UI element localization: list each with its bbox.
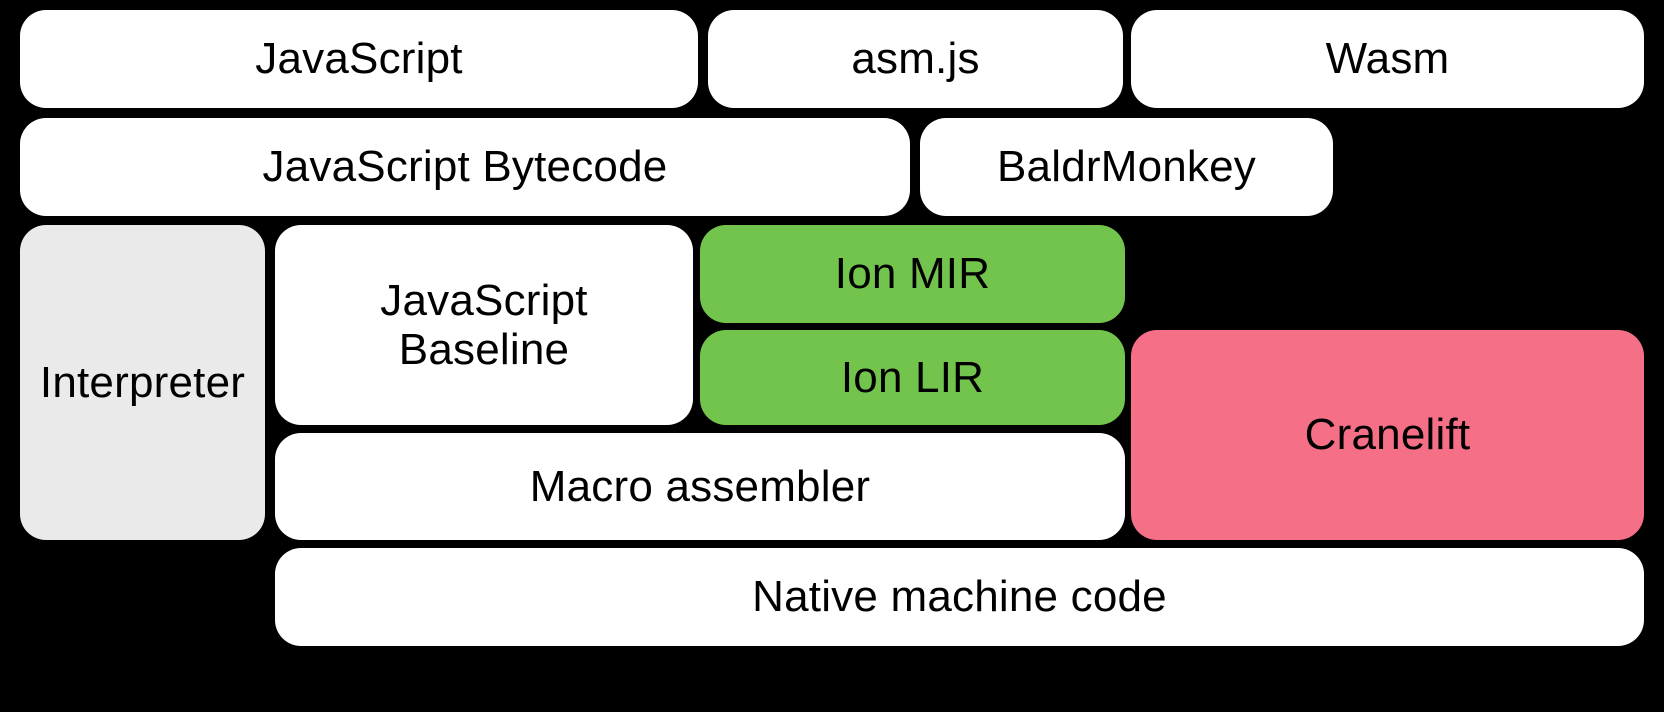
node-ion-mir[interactable]: Ion MIR <box>700 225 1125 323</box>
node-macro-assembler-label: Macro assembler <box>529 461 871 511</box>
node-cranelift[interactable]: Cranelift <box>1131 330 1644 540</box>
node-native-machine-code-label: Native machine code <box>752 572 1167 622</box>
node-native-machine-code[interactable]: Native machine code <box>275 548 1644 646</box>
node-asm-js[interactable]: asm.js <box>708 10 1123 108</box>
node-asm-js-label: asm.js <box>851 34 980 84</box>
node-javascript-bytecode[interactable]: JavaScript Bytecode <box>20 118 910 216</box>
node-javascript-baseline-label: JavaScript Baseline <box>380 275 588 374</box>
node-interpreter[interactable]: Interpreter <box>20 225 265 540</box>
node-ion-mir-label: Ion MIR <box>834 249 991 299</box>
node-javascript-baseline[interactable]: JavaScript Baseline <box>275 225 693 425</box>
node-javascript-bytecode-label: JavaScript Bytecode <box>262 142 668 192</box>
node-ion-lir-label: Ion LIR <box>840 352 985 402</box>
node-interpreter-label: Interpreter <box>39 357 246 407</box>
node-baldrmonkey[interactable]: BaldrMonkey <box>920 118 1333 216</box>
node-cranelift-label: Cranelift <box>1304 410 1471 460</box>
node-wasm-label: Wasm <box>1325 34 1450 84</box>
node-ion-lir[interactable]: Ion LIR <box>700 330 1125 425</box>
node-javascript[interactable]: JavaScript <box>20 10 698 108</box>
node-javascript-label: JavaScript <box>255 34 463 84</box>
node-baldrmonkey-label: BaldrMonkey <box>997 142 1256 192</box>
node-macro-assembler[interactable]: Macro assembler <box>275 433 1125 540</box>
node-wasm[interactable]: Wasm <box>1131 10 1644 108</box>
